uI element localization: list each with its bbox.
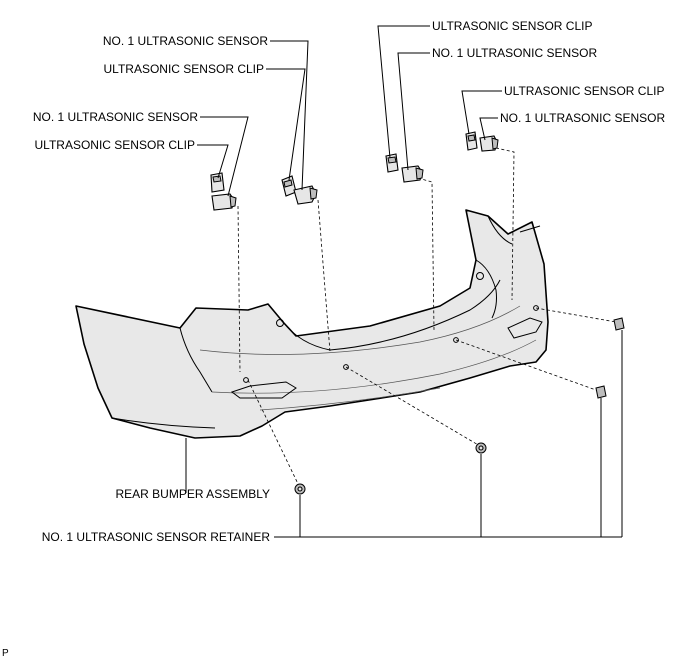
label-ultrasonic-sensor-clip-center-right: ULTRASONIC SENSOR CLIP — [432, 19, 592, 33]
label-no1-ultrasonic-sensor-retainer: NO. 1 ULTRASONIC SENSOR RETAINER — [42, 530, 271, 544]
label-rear-bumper-assembly: REAR BUMPER ASSEMBLY — [116, 487, 271, 501]
label-ultrasonic-sensor-clip-right: ULTRASONIC SENSOR CLIP — [504, 84, 664, 98]
leader-lines — [185, 25, 623, 538]
label-no1-ultrasonic-sensor-left: NO. 1 ULTRASONIC SENSOR — [33, 110, 198, 124]
sensor-clip-right — [465, 131, 478, 151]
sensor-clip-center-right — [385, 153, 399, 173]
rear-bumper-assembly — [75, 209, 549, 439]
sensor-retainer-3 — [595, 385, 607, 399]
label-ultrasonic-sensor-clip-center-left: ULTRASONIC SENSOR CLIP — [104, 62, 264, 76]
sensor-right — [479, 135, 499, 152]
label-no1-ultrasonic-sensor-center-right: NO. 1 ULTRASONIC SENSOR — [432, 46, 597, 60]
corner-mark: P — [2, 648, 9, 659]
label-no1-ultrasonic-sensor-right: NO. 1 ULTRASONIC SENSOR — [500, 111, 665, 125]
installation-guide-lines — [237, 147, 617, 489]
sensor-clip-center-left — [281, 175, 297, 197]
sensor-center-left — [293, 185, 318, 205]
sensor-retainer-1 — [294, 483, 306, 495]
label-no1-ultrasonic-sensor-center-left: NO. 1 ULTRASONIC SENSOR — [103, 34, 268, 48]
label-ultrasonic-sensor-clip-left: ULTRASONIC SENSOR CLIP — [35, 138, 195, 152]
sensor-left — [211, 193, 237, 211]
sensor-retainer-4 — [613, 317, 625, 331]
sensor-retainer-2 — [475, 442, 487, 454]
sensor-center-right — [401, 165, 424, 183]
sensor-clip-left — [210, 172, 225, 193]
